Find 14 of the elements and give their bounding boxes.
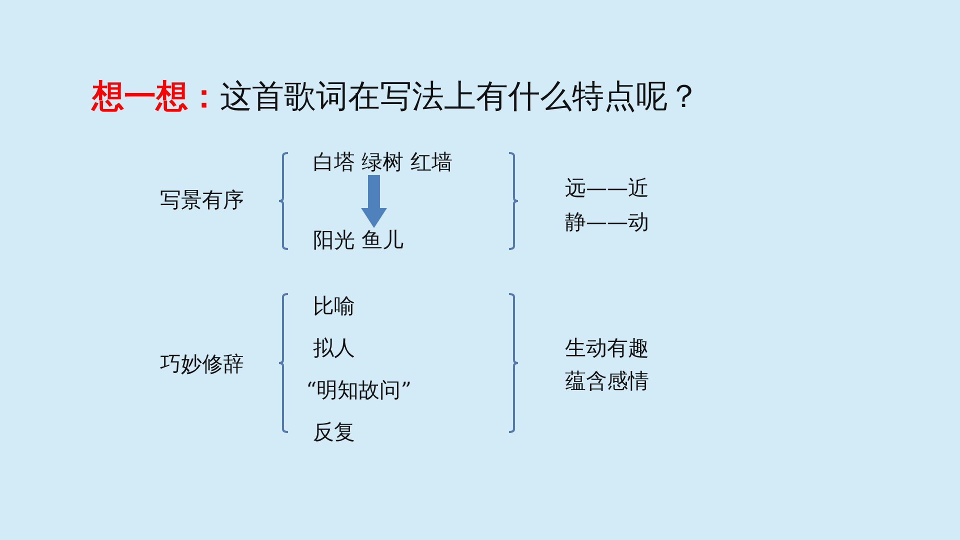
slide-title: 想一想：这首歌词在写法上有什么特点呢？ — [92, 76, 700, 116]
contrast-text: 静——动 — [565, 210, 649, 235]
item-text: 白塔 绿树 红墙 — [313, 150, 452, 175]
category-label: 写景有序 — [160, 188, 244, 213]
item-text: 阳光 鱼儿 — [313, 228, 404, 253]
contrast-text: 远——近 — [565, 176, 649, 201]
effect-text: 生动有趣 — [565, 336, 649, 361]
device-text: “明知故问” — [306, 378, 412, 403]
device-text: 比喻 — [313, 294, 355, 319]
device-text: 拟人 — [313, 336, 355, 361]
category-label: 巧妙修辞 — [160, 352, 244, 377]
effect-text: 蕴含感情 — [565, 369, 649, 394]
device-text: 反复 — [313, 420, 355, 445]
down-arrow — [361, 175, 387, 228]
